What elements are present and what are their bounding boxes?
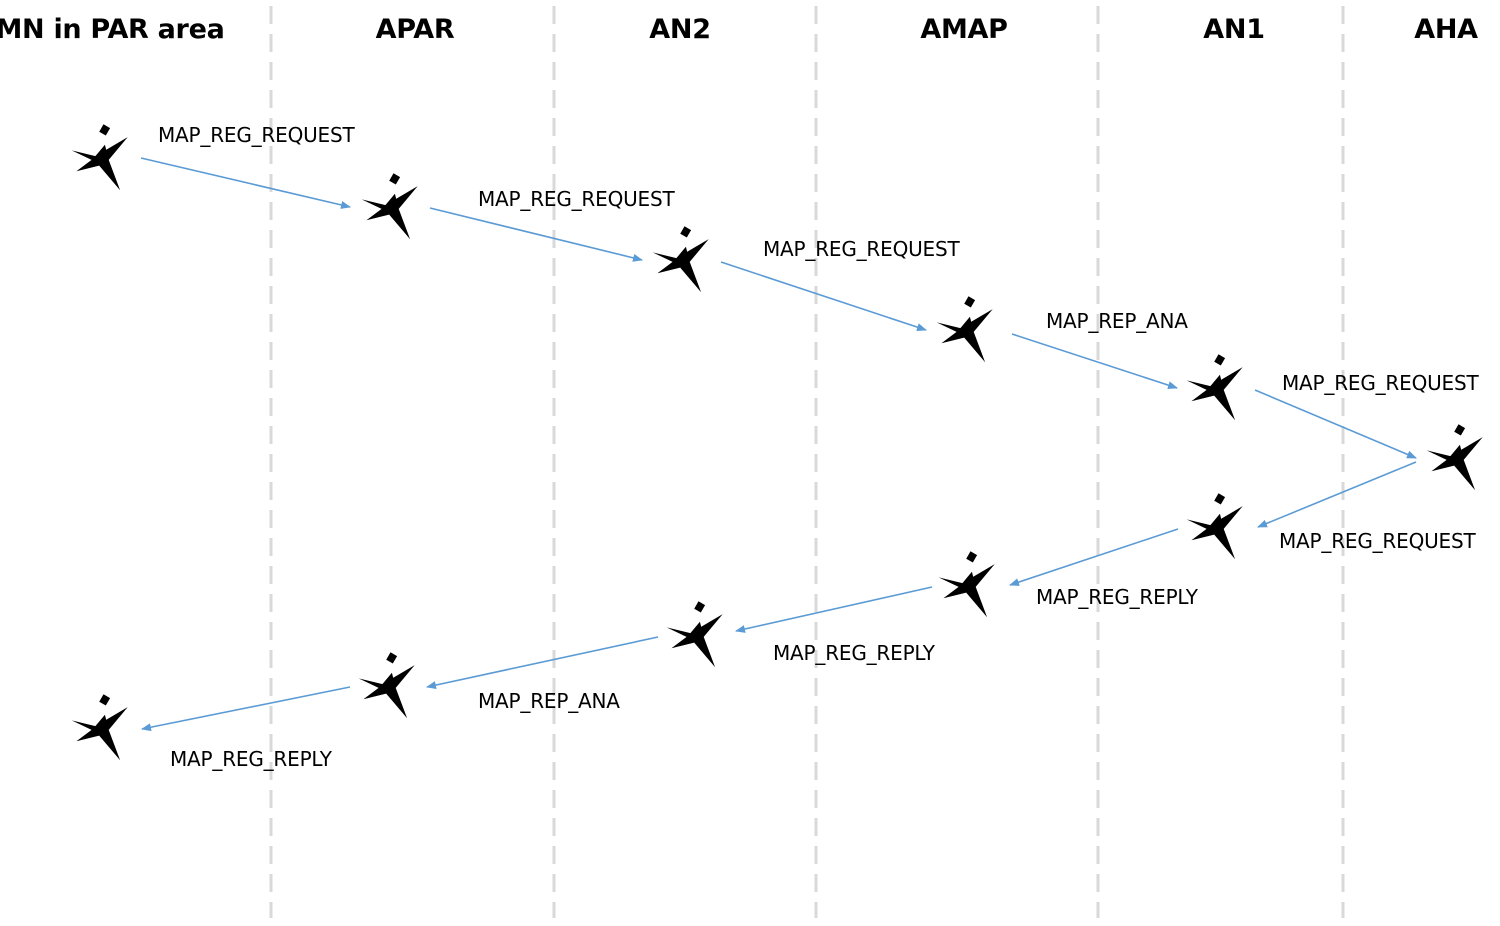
lane-dividers (269, 6, 1345, 918)
message-label: MAP_REG_REQUEST (158, 123, 355, 147)
message-label: MAP_REG_REPLY (773, 641, 935, 665)
aircraft-icon (652, 226, 709, 293)
column-header-amap: AMAP (920, 14, 1008, 45)
message-label: MAP_REG_REPLY (1036, 585, 1198, 609)
message-label: MAP_REP_ANA (478, 689, 620, 713)
message-arrow (1009, 528, 1179, 586)
message-arrow (429, 207, 643, 262)
message-arrow (140, 157, 351, 209)
message-arrows (140, 157, 1417, 732)
message-arrow (141, 686, 351, 732)
aircraft-icon (936, 296, 993, 363)
message-label: MAP_REG_REPLY (170, 747, 332, 771)
column-header-aha: AHA (1414, 14, 1478, 45)
column-header-an1: AN1 (1203, 14, 1265, 45)
message-label: MAP_REG_REQUEST (478, 187, 675, 211)
message-label: MAP_REP_ANA (1046, 309, 1188, 333)
column-header-apar: APAR (375, 14, 455, 45)
aircraft-icon (938, 551, 995, 618)
aircraft-icon (666, 601, 723, 668)
aircraft-icon (361, 173, 418, 240)
aircraft-icon (1426, 424, 1483, 491)
aircraft-icon (1186, 354, 1243, 421)
aircraft-icon (358, 652, 415, 719)
column-header-an2: AN2 (649, 14, 711, 45)
message-arrow (1254, 389, 1417, 459)
message-arrow (720, 261, 927, 331)
column-header-mn: MN in PAR area (0, 14, 225, 45)
message-arrow (426, 636, 659, 690)
message-label: MAP_REG_REQUEST (1282, 371, 1479, 395)
message-arrow (735, 586, 933, 633)
message-arrow (1257, 461, 1417, 528)
aircraft-icon (1186, 493, 1243, 560)
message-arrow (1011, 333, 1178, 390)
aircraft-icon (71, 694, 128, 761)
aircraft-icon (71, 124, 128, 191)
message-label: MAP_REG_REQUEST (1279, 529, 1476, 553)
message-label: MAP_REG_REQUEST (763, 237, 960, 261)
